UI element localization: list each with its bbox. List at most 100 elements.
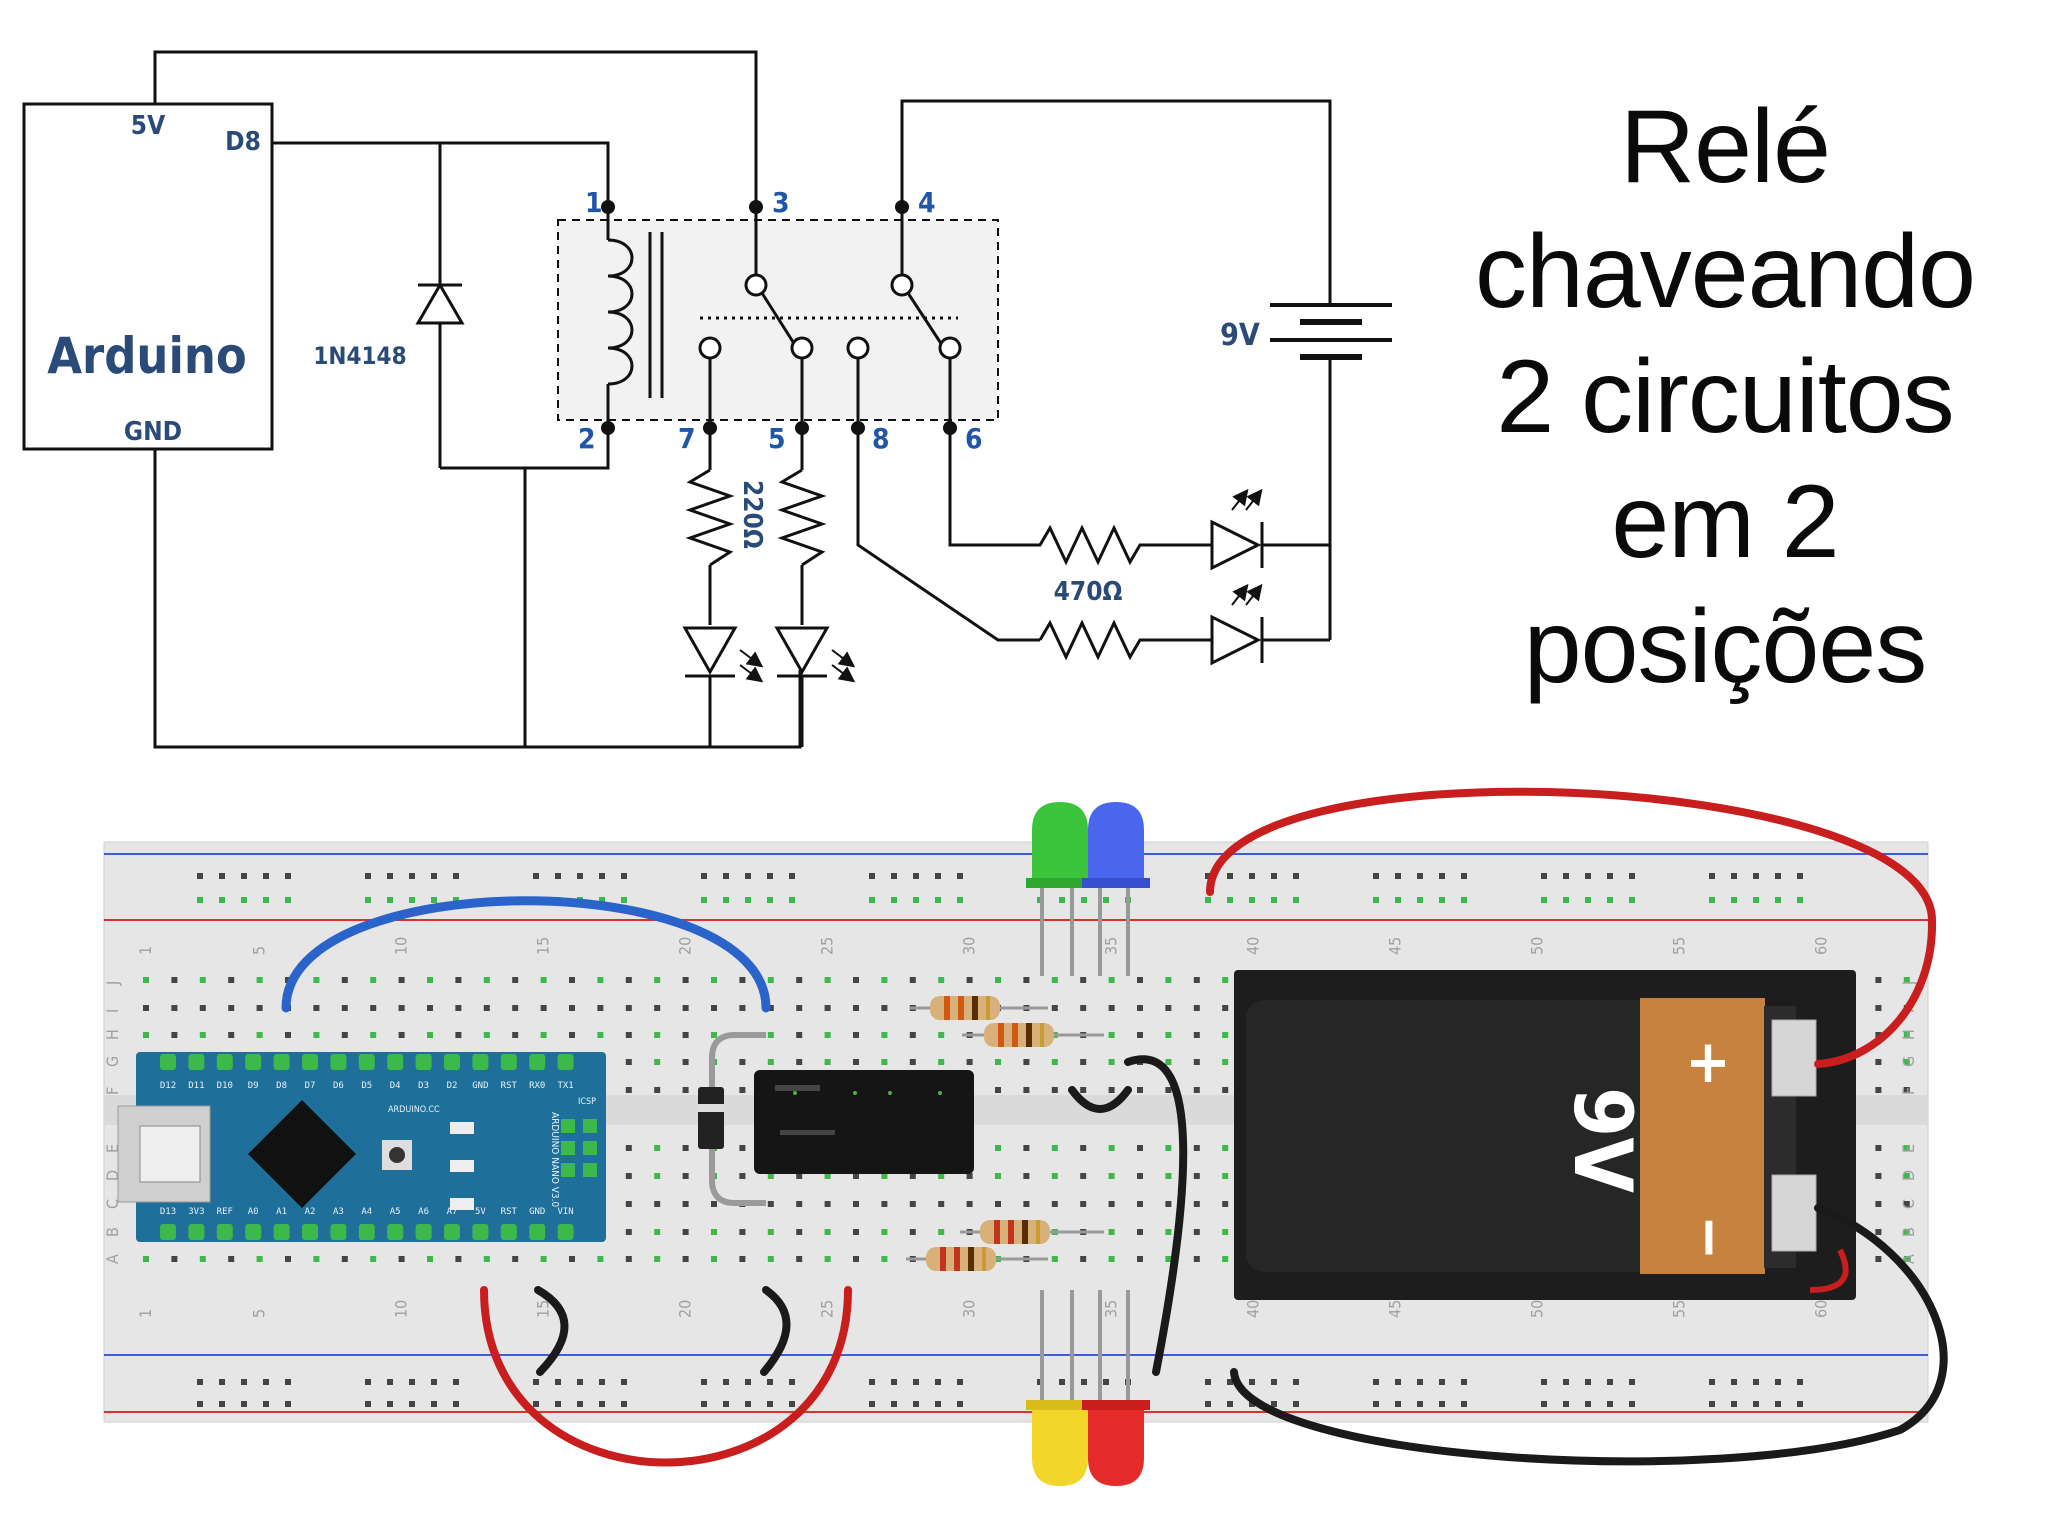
nano-header-pin [529,1054,546,1070]
column-number: 1 [136,946,155,955]
nano-icsp: ICSP [578,1097,596,1107]
battery-label: 9V [1220,318,1260,353]
relay-pin-4: 4 [918,186,936,219]
led-schematic-2 [774,626,856,683]
nano-header-pin [216,1054,233,1070]
battery-minus: − [1675,1215,1745,1260]
pin-5v-label: 5V [131,111,165,141]
wire-black-battery [1230,1204,1948,1466]
column-number: 15 [534,1300,553,1318]
nano-header-pin [330,1224,347,1240]
row-letter: E [1899,1144,1918,1153]
pin-d8-label: D8 [225,127,261,157]
nano-pin-label: 5V [475,1207,486,1217]
nano-pin-label: D10 [217,1081,233,1091]
column-number: 10 [392,1300,411,1318]
resistor-220-label: 220Ω [737,480,767,549]
row-letter: C [1899,1199,1918,1209]
page-title: Relé chaveando 2 circuitos em 2 posições [1400,85,2048,710]
nano-pin-label: D11 [188,1081,204,1091]
diode-label: 1N4148 [313,342,406,370]
nano-header-pin [444,1054,460,1070]
title-line-1: Relé [1620,89,1831,205]
icsp-pin [561,1141,575,1155]
title-line-2: chaveando [1475,214,1976,330]
battery-symbol [1270,303,1392,360]
column-number: 50 [1528,937,1547,955]
title-line-4: em 2 [1611,464,1839,580]
relay-pin-2: 2 [578,422,596,455]
nano-header-pin [387,1224,404,1240]
led-blue [1082,802,1150,976]
column-number: 40 [1244,1300,1263,1318]
diode-component [698,1087,724,1149]
nano-header-pin [387,1054,404,1070]
row-letter: F [1899,1087,1918,1095]
nano-header-pin [415,1224,432,1240]
nano-pin-label: A1 [276,1207,287,1217]
relay-pin-7: 7 [678,422,696,455]
resistor-2 [962,1023,1104,1047]
nano-pin-label: VIN [557,1207,573,1217]
nano-pin-label: D9 [248,1081,259,1091]
nano-header-pin [160,1224,176,1240]
diode-symbol [415,282,465,325]
column-number: 25 [818,937,837,955]
battery-9v: + − 9V [1234,970,1856,1300]
nano-header-pin [245,1224,262,1240]
column-number: 55 [1670,1300,1689,1318]
nano-pin-label: RST [501,1207,518,1217]
row-letter: B [1899,1227,1918,1237]
nano-header-pin [358,1054,375,1070]
row-letter: I [103,1009,122,1013]
nano-header-pin [472,1054,489,1070]
row-letter: H [103,1029,122,1040]
nano-header-pin [500,1224,517,1240]
nano-pin-label: A4 [361,1207,372,1217]
wire-red-battery [1206,787,1937,1068]
relay-schematic: Arduino 5V D8 GND 1N4148 [22,50,1392,749]
pin-gnd-label: GND [124,417,182,447]
column-number: 50 [1528,1300,1547,1318]
column-number: 55 [1670,937,1689,955]
row-letter: D [103,1170,122,1181]
nano-pin-label: D6 [333,1081,344,1091]
row-letter: A [1899,1254,1918,1264]
icsp-pin [583,1163,597,1177]
nano-pin-label: A3 [333,1207,344,1217]
icsp-pin [561,1163,575,1177]
nano-pin-label: A0 [248,1207,259,1217]
row-letter: J [103,981,122,986]
row-letter: B [103,1227,122,1237]
resistor-1 [910,996,1048,1020]
row-letter: A [103,1254,122,1264]
led-red [1082,1290,1150,1486]
nano-header-pin [358,1224,375,1240]
column-number: 40 [1244,937,1263,955]
nano-pin-label: RST [501,1081,518,1091]
column-number: 5 [250,946,269,955]
nano-pin-label: TX1 [557,1081,573,1091]
arduino-block [22,102,274,451]
nano-pin-label: RX0 [529,1081,545,1091]
resistor-3 [960,1220,1104,1244]
nano-pin-label: A2 [305,1207,316,1217]
icsp-pin [583,1141,597,1155]
column-number: 60 [1812,937,1831,955]
column-number: 20 [676,937,695,955]
resistor-220-a [685,468,735,567]
nano-pin-label: A7 [447,1207,458,1217]
battery-terminal-minus [1771,1174,1817,1252]
nano-pin-label: GND [529,1207,545,1217]
resistor-220-b [777,468,827,567]
nano-header-pin [160,1054,176,1070]
nano-pin-label: D5 [361,1081,372,1091]
column-number: 1 [136,1309,155,1318]
title-line-5: posições [1523,589,1927,705]
nano-pin-label: GND [472,1081,488,1091]
wire-gnd [153,449,802,749]
column-number: 45 [1386,1300,1405,1318]
nano-header-pin [216,1224,233,1240]
